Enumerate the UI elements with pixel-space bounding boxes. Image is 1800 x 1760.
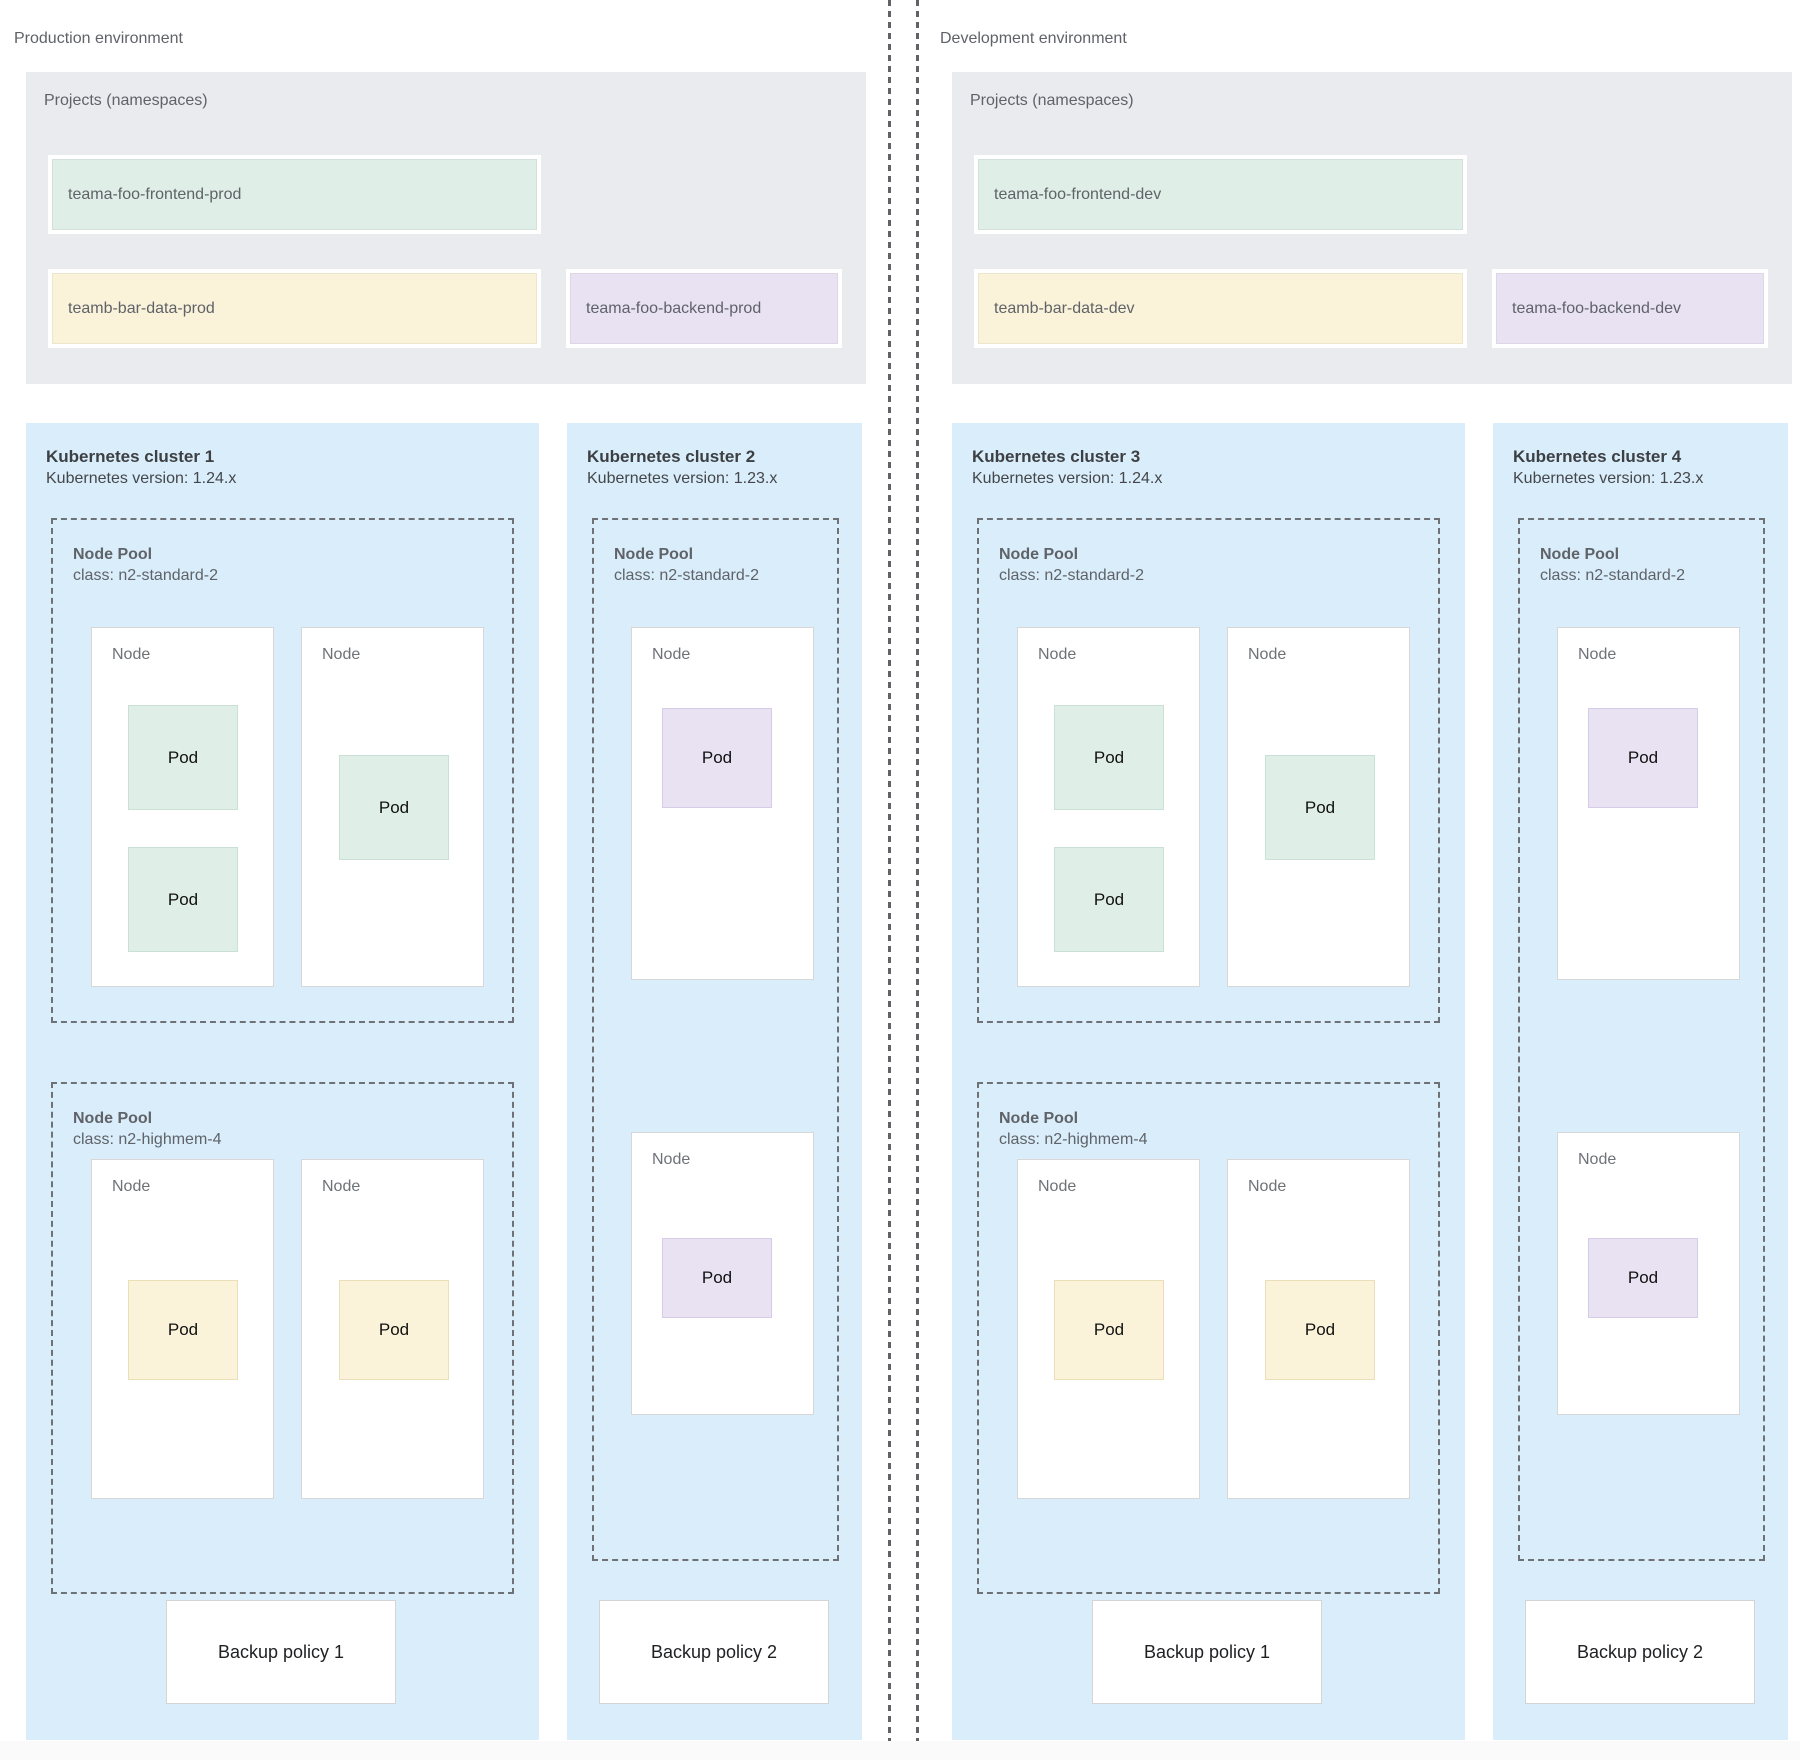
cluster-3-node-pool-highmem: Node Pool class: n2-highmem-4 Node Pod N… bbox=[977, 1082, 1440, 1594]
production-environment: Production environment Projects (namespa… bbox=[0, 0, 874, 1760]
pod: Pod bbox=[662, 1238, 772, 1318]
node: Node Pod bbox=[301, 1159, 484, 1499]
node-label: Node bbox=[322, 646, 361, 663]
node-pool-title: Node Pool bbox=[73, 546, 153, 563]
project-teama-foo-frontend-prod: teama-foo-frontend-prod bbox=[48, 155, 541, 234]
node-pool-title: Node Pool bbox=[73, 1110, 153, 1127]
kubernetes-cluster-3: Kubernetes cluster 3 Kubernetes version:… bbox=[952, 423, 1465, 1740]
node: Node Pod bbox=[1227, 1159, 1410, 1499]
node-label: Node bbox=[1578, 646, 1617, 663]
node-label: Node bbox=[1578, 1151, 1617, 1168]
environment-divider-line bbox=[916, 0, 919, 1760]
backup-policy-1: Backup policy 1 bbox=[1092, 1600, 1322, 1704]
node-pool-class: class: n2-standard-2 bbox=[999, 567, 1144, 584]
projects-title: Projects (namespaces) bbox=[970, 92, 1134, 109]
node-label: Node bbox=[652, 646, 691, 663]
node-label: Node bbox=[1038, 646, 1077, 663]
node: Node Pod bbox=[631, 1132, 814, 1415]
node-label: Node bbox=[652, 1151, 691, 1168]
project-teama-foo-backend-dev: teama-foo-backend-dev bbox=[1492, 269, 1768, 348]
cluster-3-title: Kubernetes cluster 3 bbox=[972, 447, 1141, 466]
cluster-3-node-pool-standard: Node Pool class: n2-standard-2 Node Pod … bbox=[977, 518, 1440, 1023]
node: Node Pod bbox=[1557, 627, 1740, 980]
node-pool-title: Node Pool bbox=[999, 546, 1079, 563]
node-pool-class: class: n2-highmem-4 bbox=[999, 1131, 1148, 1148]
cluster-2-title: Kubernetes cluster 2 bbox=[587, 447, 756, 466]
node-label: Node bbox=[322, 1178, 361, 1195]
node-label: Node bbox=[1248, 1178, 1287, 1195]
projects-namespaces-box: Projects (namespaces) teama-foo-frontend… bbox=[26, 72, 866, 384]
cluster-4-version: Kubernetes version: 1.23.x bbox=[1513, 470, 1704, 487]
cluster-1-version: Kubernetes version: 1.24.x bbox=[46, 470, 237, 487]
node-pool-title: Node Pool bbox=[1540, 546, 1620, 563]
kubernetes-cluster-4: Kubernetes cluster 4 Kubernetes version:… bbox=[1493, 423, 1788, 1740]
pod: Pod bbox=[339, 755, 449, 860]
node: Node Pod Pod bbox=[91, 627, 274, 987]
node: Node Pod Pod bbox=[1017, 627, 1200, 987]
node-label: Node bbox=[1248, 646, 1287, 663]
node: Node Pod bbox=[301, 627, 484, 987]
cluster-1-node-pool-standard: Node Pool class: n2-standard-2 Node Pod … bbox=[51, 518, 514, 1023]
pod: Pod bbox=[1588, 1238, 1698, 1318]
node: Node Pod bbox=[1227, 627, 1410, 987]
node-pool-title: Node Pool bbox=[999, 1110, 1079, 1127]
node-pool-class: class: n2-standard-2 bbox=[73, 567, 218, 584]
project-teamb-bar-data-prod: teamb-bar-data-prod bbox=[48, 269, 541, 348]
environment-divider-line bbox=[888, 0, 891, 1760]
node-label: Node bbox=[112, 1178, 151, 1195]
node-pool-class: class: n2-standard-2 bbox=[1540, 567, 1685, 584]
cluster-2-node-pool-standard: Node Pool class: n2-standard-2 Node Pod … bbox=[592, 518, 839, 1561]
development-environment: Development environment Projects (namesp… bbox=[926, 0, 1800, 1760]
cluster-4-node-pool-standard: Node Pool class: n2-standard-2 Node Pod … bbox=[1518, 518, 1765, 1561]
pod: Pod bbox=[128, 847, 238, 952]
pod: Pod bbox=[128, 1280, 238, 1380]
kubernetes-cluster-1: Kubernetes cluster 1 Kubernetes version:… bbox=[26, 423, 539, 1740]
node: Node Pod bbox=[1017, 1159, 1200, 1499]
pod: Pod bbox=[1054, 847, 1164, 952]
project-teamb-bar-data-dev: teamb-bar-data-dev bbox=[974, 269, 1467, 348]
cluster-1-node-pool-highmem: Node Pool class: n2-highmem-4 Node Pod N… bbox=[51, 1082, 514, 1594]
projects-namespaces-box: Projects (namespaces) teama-foo-frontend… bbox=[952, 72, 1792, 384]
backup-policy-2: Backup policy 2 bbox=[1525, 1600, 1755, 1704]
cluster-1-title: Kubernetes cluster 1 bbox=[46, 447, 215, 466]
node-pool-class: class: n2-standard-2 bbox=[614, 567, 759, 584]
node-pool-title: Node Pool bbox=[614, 546, 694, 563]
backup-policy-2: Backup policy 2 bbox=[599, 1600, 829, 1704]
node: Node Pod bbox=[1557, 1132, 1740, 1415]
pod: Pod bbox=[1054, 705, 1164, 810]
node-label: Node bbox=[1038, 1178, 1077, 1195]
cluster-3-version: Kubernetes version: 1.24.x bbox=[972, 470, 1163, 487]
kubernetes-cluster-2: Kubernetes cluster 2 Kubernetes version:… bbox=[567, 423, 862, 1740]
bottom-page-strip bbox=[0, 1741, 1800, 1760]
production-environment-label: Production environment bbox=[14, 30, 183, 47]
pod: Pod bbox=[1265, 755, 1375, 860]
pod: Pod bbox=[1588, 708, 1698, 808]
node: Node Pod bbox=[631, 627, 814, 980]
cluster-2-version: Kubernetes version: 1.23.x bbox=[587, 470, 778, 487]
node-pool-class: class: n2-highmem-4 bbox=[73, 1131, 222, 1148]
project-teama-foo-frontend-dev: teama-foo-frontend-dev bbox=[974, 155, 1467, 234]
pod: Pod bbox=[339, 1280, 449, 1380]
pod: Pod bbox=[1265, 1280, 1375, 1380]
backup-policy-1: Backup policy 1 bbox=[166, 1600, 396, 1704]
development-environment-label: Development environment bbox=[940, 30, 1127, 47]
pod: Pod bbox=[128, 705, 238, 810]
node-label: Node bbox=[112, 646, 151, 663]
node: Node Pod bbox=[91, 1159, 274, 1499]
pod: Pod bbox=[1054, 1280, 1164, 1380]
projects-title: Projects (namespaces) bbox=[44, 92, 208, 109]
cluster-4-title: Kubernetes cluster 4 bbox=[1513, 447, 1682, 466]
project-teama-foo-backend-prod: teama-foo-backend-prod bbox=[566, 269, 842, 348]
pod: Pod bbox=[662, 708, 772, 808]
